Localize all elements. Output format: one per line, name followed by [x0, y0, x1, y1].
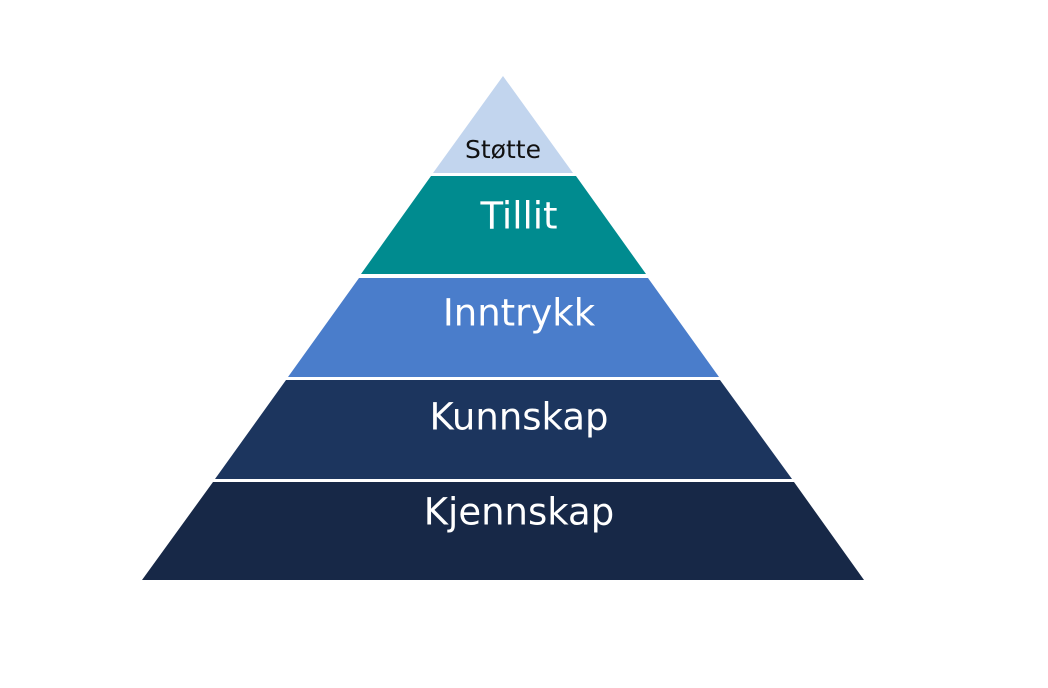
tier-kunnskap-label: Kunnskap	[430, 396, 609, 439]
tier-kjennskap-label: Kjennskap	[424, 491, 614, 534]
tier-kjennskap: Kjennskap	[142, 482, 864, 580]
tier-inntrykk: Inntrykk	[288, 278, 719, 377]
tier-tillit-label: Tillit	[479, 195, 557, 238]
tier-stotte-label: Støtte	[465, 135, 541, 164]
tier-stotte: Støtte	[433, 76, 573, 173]
tier-tillit-shape	[361, 176, 646, 274]
tier-kjennskap-shape	[142, 482, 864, 580]
tier-tillit: Tillit	[361, 176, 646, 274]
tier-kunnskap: Kunnskap	[215, 380, 792, 479]
tier-inntrykk-label: Inntrykk	[443, 292, 596, 335]
tier-kunnskap-shape	[215, 380, 792, 479]
tier-inntrykk-shape	[288, 278, 719, 377]
tier-stotte-shape	[433, 76, 573, 173]
